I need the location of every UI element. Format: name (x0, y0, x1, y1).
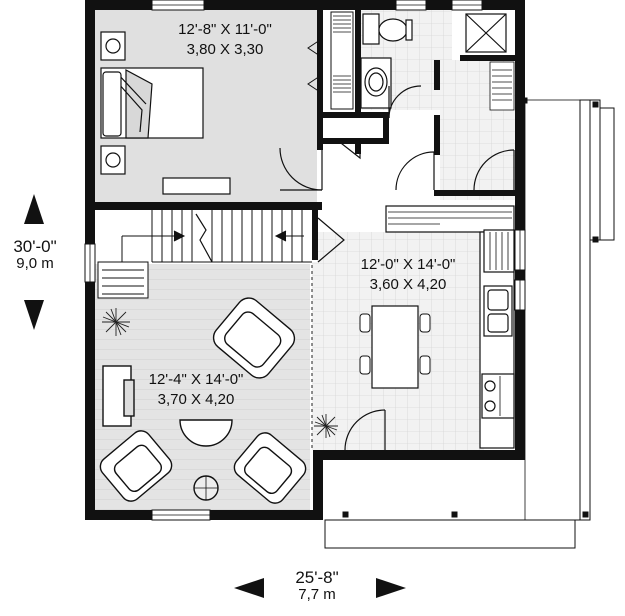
bedroom-furniture (100, 31, 231, 195)
depth-imperial: 30'-0" (13, 237, 57, 256)
dresser (162, 177, 231, 195)
arrow-left-icon (234, 578, 264, 598)
kitchen-dimensions-metric: 3,60 X 4,20 (369, 275, 447, 293)
bed-cover (125, 68, 153, 139)
depth-metric: 9,0 m (16, 254, 54, 272)
bathroom-fixtures (360, 13, 507, 109)
interior-walls (95, 10, 518, 260)
depth-dimension: 30'-0" 9,0 m (0, 238, 70, 272)
dining-chairs (359, 313, 431, 375)
width-imperial: 25'-8" (295, 568, 339, 587)
light-fixtures (102, 308, 338, 438)
arrow-up-icon (24, 194, 44, 224)
width-dimension: 25'-8" 7,7 m (262, 569, 372, 603)
armchair-bottom-left (99, 430, 173, 502)
porch (324, 97, 615, 549)
upper-counter (385, 205, 515, 233)
staircase (97, 210, 312, 299)
bath-sink (362, 13, 380, 45)
bedroom-dimensions-imperial: 12'-8" X 11'-0" (178, 21, 272, 38)
armchair-bottom-right (233, 432, 307, 504)
width-metric: 7,7 m (298, 585, 336, 603)
living-furniture (99, 297, 307, 504)
stove (481, 373, 515, 419)
arrow-right-icon (376, 578, 406, 598)
dining-table (371, 305, 419, 389)
nightstand-bottom (100, 145, 126, 175)
kitchen-label: 12'-0" X 14'-0" 3,60 X 4,20 (338, 255, 478, 294)
bedroom-label: 12'-8" X 11'-0" 3,80 X 3,30 (150, 20, 300, 59)
arrow-down-icon (24, 300, 44, 330)
window-glazing-lines (89, 4, 521, 516)
linen-closet (489, 61, 515, 111)
living-room-label: 12'-4" X 14'-0" 3,70 X 4,20 (126, 370, 266, 409)
pillow (102, 71, 122, 137)
dimension-arrows (24, 194, 406, 598)
kitchen-dimensions-imperial: 12'-0" X 14'-0" (360, 256, 456, 273)
bedroom-closet (307, 11, 354, 110)
door-swings (279, 85, 515, 451)
living-dimensions-metric: 3,70 X 4,20 (157, 390, 235, 408)
armchair-top (212, 297, 296, 379)
kitchen-fixtures (359, 205, 515, 449)
toilet-bowl (378, 18, 408, 42)
closet-door (335, 139, 361, 160)
bedroom-dimensions-metric: 3,80 X 3,30 (186, 40, 264, 58)
side-table (179, 419, 233, 447)
living-dimensions-imperial: 12'-4" X 14'-0" (148, 371, 244, 388)
